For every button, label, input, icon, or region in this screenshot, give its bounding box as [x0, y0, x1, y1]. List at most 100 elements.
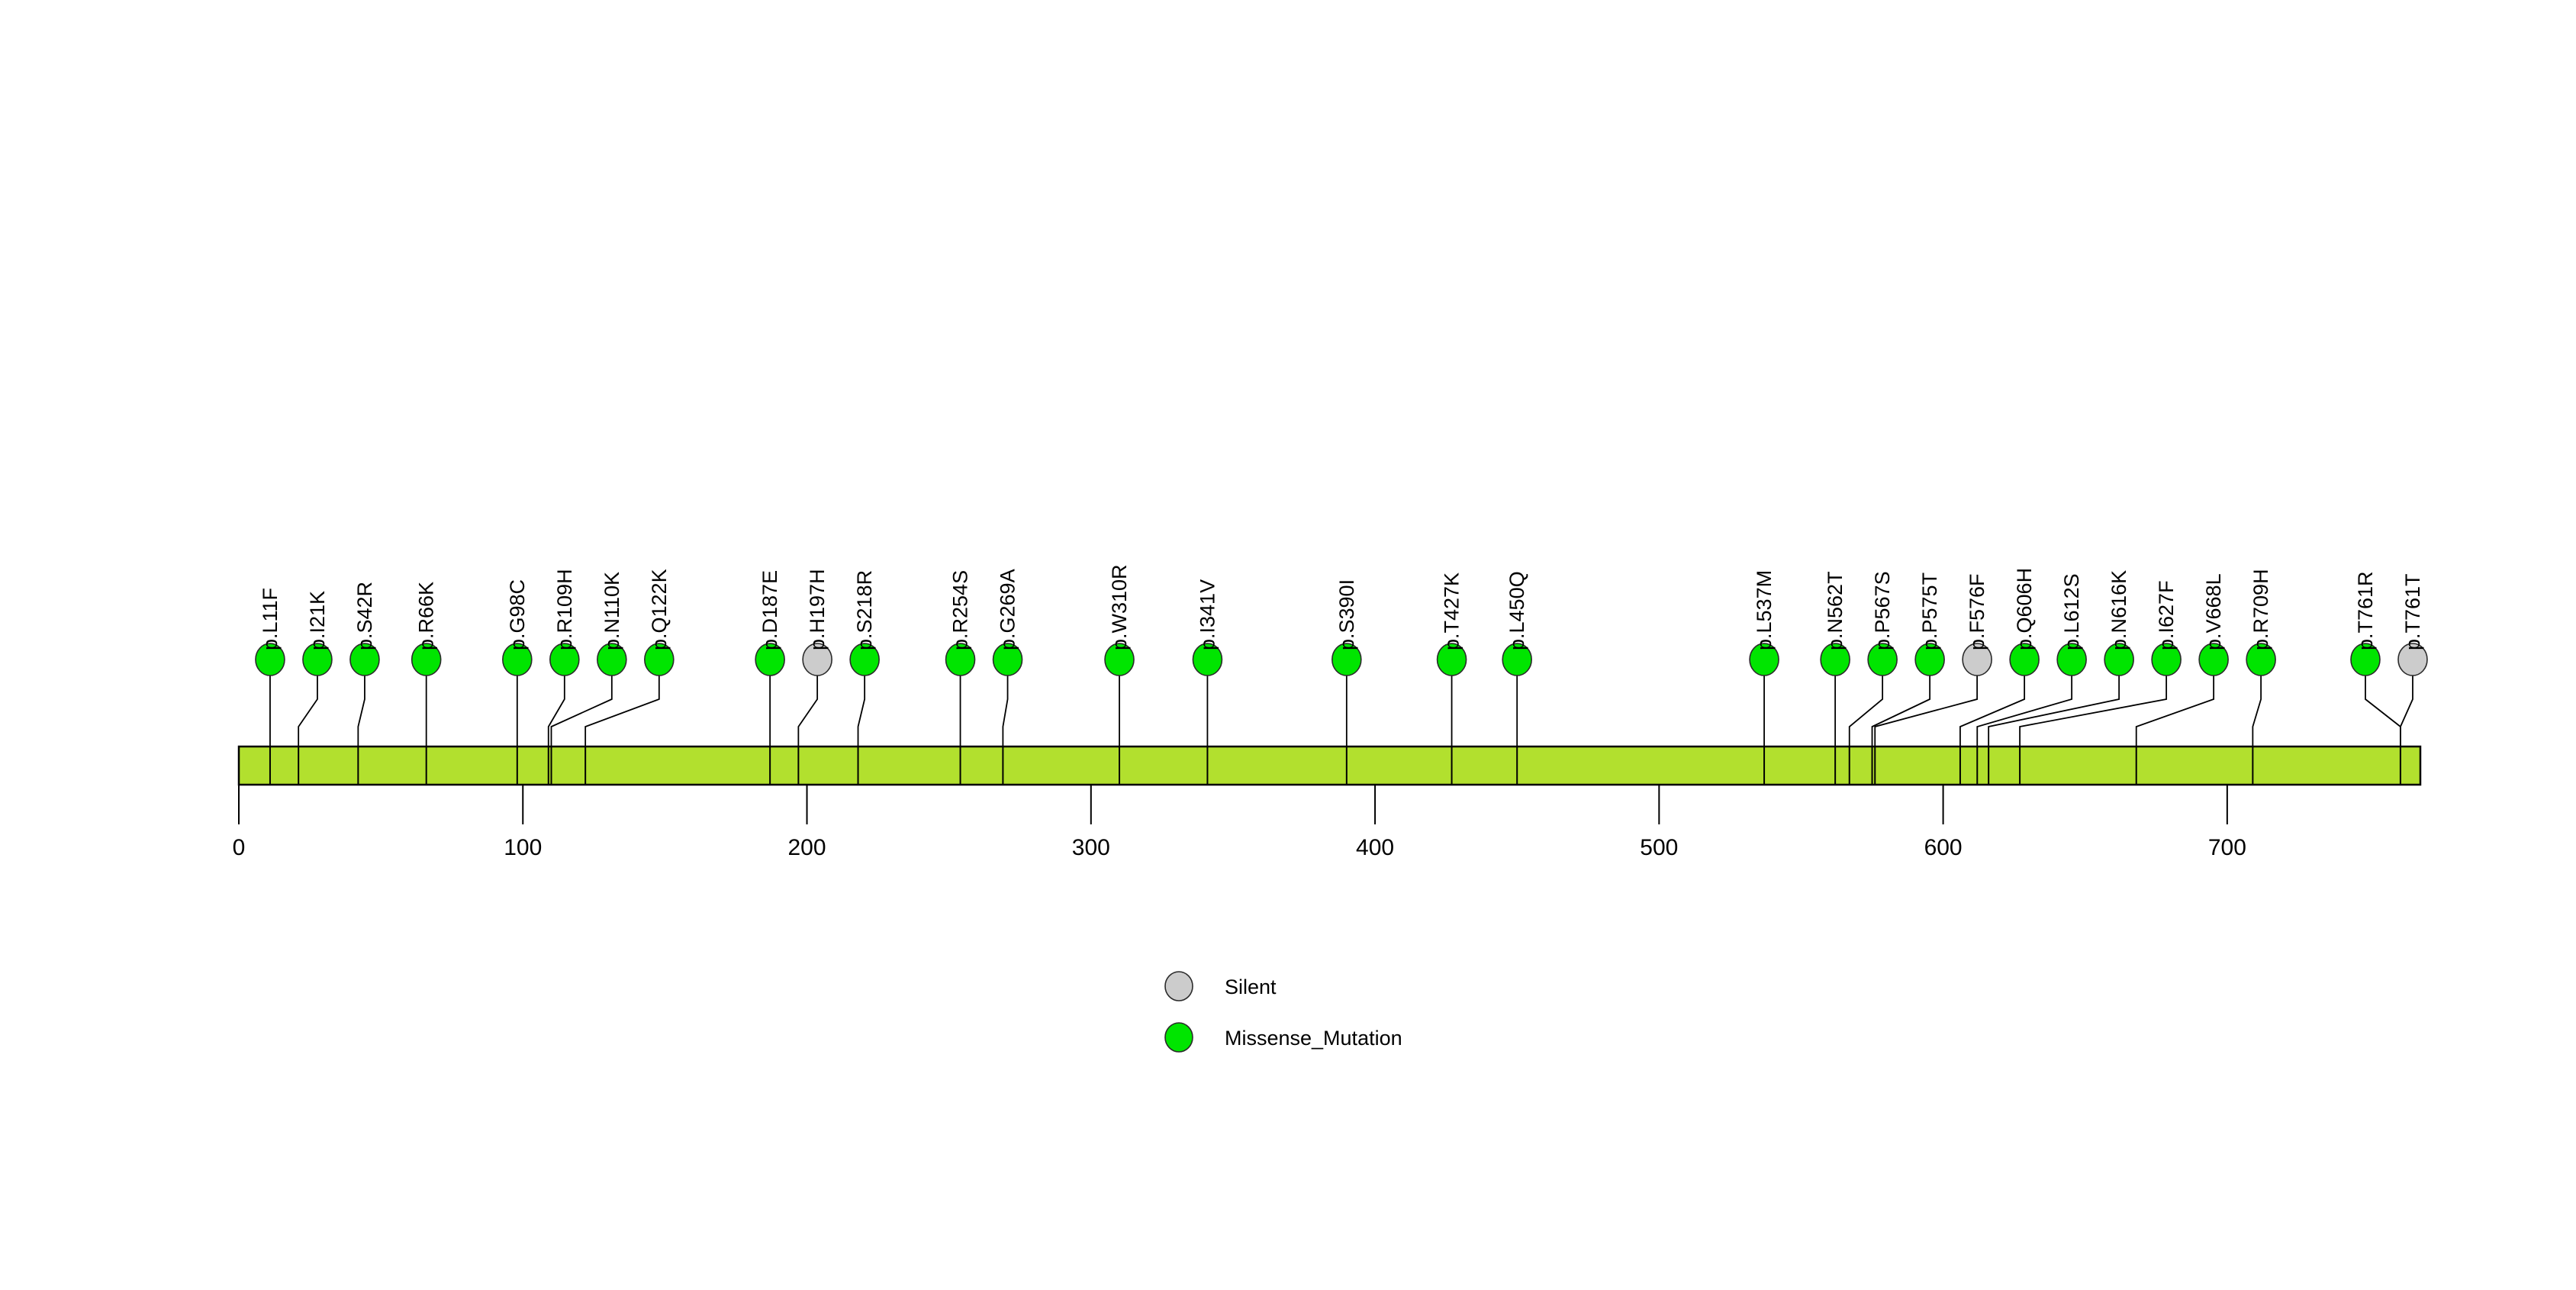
mutation-label: p.D187E — [758, 570, 781, 650]
mutation-label: p.P575T — [1918, 572, 1941, 650]
axis-tick-label: 500 — [1640, 835, 1678, 860]
lollipop-head-pt761t[interactable] — [2397, 643, 2428, 676]
mutation-label: p.I627F — [2155, 580, 2178, 650]
lollipop-stem — [2019, 676, 2168, 747]
lollipop-heads-layer[interactable] — [255, 643, 2428, 676]
lollipop-head-pp575t[interactable] — [1914, 643, 1945, 676]
lollipop-stem — [1976, 676, 2073, 747]
protein-tick-overlay — [269, 747, 2401, 785]
lollipop-stem — [797, 676, 819, 747]
lollipop-stems-layer — [269, 676, 2413, 747]
lollipop-head-pp567s[interactable] — [1867, 643, 1898, 676]
lollipop-head-pl11f[interactable] — [255, 643, 285, 676]
lollipop-head-pr709h[interactable] — [2246, 643, 2276, 676]
protein-domain-bar[interactable] — [237, 745, 2422, 786]
lollipop-head-pr66k[interactable] — [411, 643, 442, 676]
lollipop-head-pl537m[interactable] — [1749, 643, 1779, 676]
lollipop-head-pg98c[interactable] — [502, 643, 533, 676]
lollipop-head-ps42r[interactable] — [349, 643, 380, 676]
lollipop-head-pi341v[interactable] — [1192, 643, 1223, 676]
axis-tick-label: 400 — [1356, 835, 1394, 860]
mutation-label: p.S218R — [853, 570, 876, 650]
mutation-label: p.P567S — [1871, 571, 1894, 650]
lollipop-head-pq122k[interactable] — [644, 643, 675, 676]
lollipop-head-pd187e[interactable] — [755, 643, 785, 676]
lollipop-head-pl612s[interactable] — [2056, 643, 2087, 676]
lollipop-head-pi21k[interactable] — [302, 643, 333, 676]
lollipop-stem — [2135, 676, 2215, 747]
lollipop-head-pt761r[interactable] — [2350, 643, 2381, 676]
lollipop-stem — [298, 676, 318, 747]
lollipop-head-pt427k[interactable] — [1436, 643, 1467, 676]
lollipop-head-pn616k[interactable] — [2104, 643, 2134, 676]
mutation-label: p.L537M — [1753, 570, 1776, 650]
mutation-label: p.L11F — [259, 588, 282, 650]
mutation-label: p.G98C — [506, 579, 529, 650]
lollipop-stem — [584, 676, 660, 747]
axis-tick-label: 700 — [2208, 835, 2246, 860]
mutation-labels-layer: p.L11F p.I21K p.S42R p.R66K p.G98C p.R109H p.N… — [259, 564, 2424, 650]
mutation-label: p.R709H — [2249, 569, 2272, 650]
lollipop-head-pi627f[interactable] — [2151, 643, 2182, 676]
lollipop-stem — [857, 676, 866, 747]
mutation-label: p.R254S — [949, 570, 972, 650]
legend-swatch-silent[interactable] — [1164, 971, 1193, 1001]
mutation-label: p.G269A — [997, 569, 1019, 650]
legend-label-silent: Silent — [1225, 976, 1277, 998]
mutation-label: p.N110K — [601, 572, 623, 650]
lollipop-stem — [1002, 676, 1009, 747]
lollipop-head-pr109h[interactable] — [549, 643, 580, 676]
mutation-label: p.L450Q — [1505, 571, 1528, 650]
mutation-label: p.T761T — [2401, 573, 2424, 650]
lollipop-stem — [550, 676, 613, 747]
mutation-label: p.R109H — [553, 569, 576, 650]
axis-tick-label: 200 — [788, 835, 826, 860]
lollipop-stem — [1988, 676, 2120, 747]
lollipop-stem — [2252, 676, 2262, 747]
lollipop-head-pf576f[interactable] — [1962, 643, 1992, 676]
lollipop-head-pl450q[interactable] — [1502, 643, 1532, 676]
mutation-label: p.V668L — [2202, 573, 2225, 650]
mutation-label: p.I21K — [306, 591, 329, 650]
mutation-label: p.N616K — [2107, 570, 2130, 650]
axis-tick-label: 600 — [1924, 835, 1963, 860]
mutation-label: p.T427K — [1441, 572, 1463, 650]
lollipop-head-pr254s[interactable] — [945, 643, 976, 676]
lollipop-head-ps390i[interactable] — [1331, 643, 1362, 676]
mutation-label: p.N562T — [1824, 571, 1847, 650]
lollipop-stem — [547, 676, 565, 747]
mutation-label: p.H197H — [806, 569, 829, 650]
lollipop-stem — [1959, 676, 2026, 747]
mutation-label: p.T761R — [2354, 571, 2377, 650]
lollipop-head-pg269a[interactable] — [992, 643, 1023, 676]
lollipop-head-ph197h[interactable] — [802, 643, 832, 676]
legend-swatch-missense_mutation[interactable] — [1164, 1022, 1193, 1053]
axis-tick-label: 300 — [1072, 835, 1110, 860]
mutation-label: p.F576F — [1966, 573, 1988, 650]
lollipop-stem — [2400, 676, 2413, 747]
lollipop-head-pq606h[interactable] — [2009, 643, 2040, 676]
lollipop-head-pn562t[interactable] — [1820, 643, 1850, 676]
lollipop-stem — [1874, 676, 1979, 747]
legend-label-missense_mutation: Missense_Mutation — [1225, 1027, 1402, 1050]
mutation-label: p.W310R — [1108, 564, 1131, 650]
mutation-label: p.S390I — [1335, 579, 1358, 650]
lollipop-head-pw310r[interactable] — [1104, 643, 1135, 676]
axis-tick-label: 0 — [233, 835, 246, 860]
lollipop-stem — [1871, 676, 1931, 747]
lollipop-stem — [1848, 676, 1884, 747]
lollipop-head-ps218r[interactable] — [849, 643, 880, 676]
mutation-label: p.R66K — [415, 582, 438, 650]
lollipop-head-pn110k[interactable] — [597, 643, 627, 676]
mutation-label: p.L612S — [2060, 573, 2083, 650]
lollipop-stem — [357, 676, 365, 747]
mutation-label: p.I341V — [1196, 579, 1219, 650]
x-axis-layer: 0 100 200 300 400 500 600 700 — [233, 785, 2246, 860]
mutation-label: p.S42R — [353, 582, 376, 650]
axis-tick-label: 100 — [504, 835, 542, 860]
lollipop-head-pv668l[interactable] — [2198, 643, 2229, 676]
